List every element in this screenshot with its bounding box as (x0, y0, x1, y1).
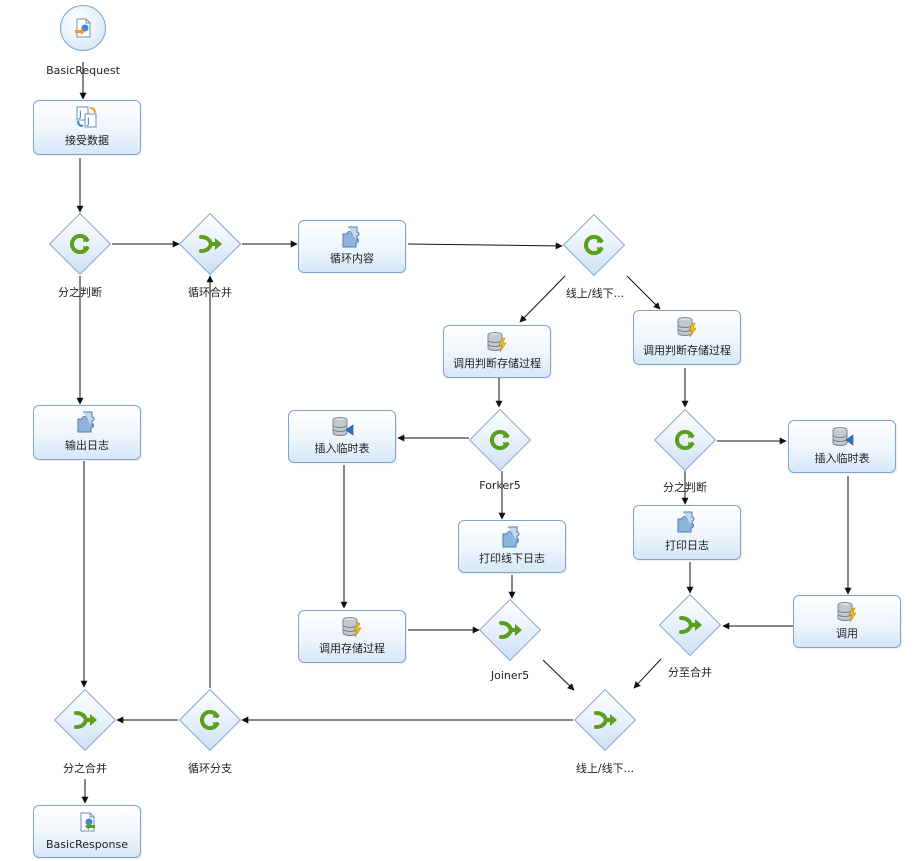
task-call-judge-sp-left-label: 调用判断存储过程 (453, 357, 541, 370)
fork-arrow-icon (674, 429, 695, 451)
gateway-online-offline-merge-label: 线上/线下... (575, 762, 635, 775)
edge-onlinesplit-to-rightsp (626, 275, 661, 310)
puzzle-icon (502, 526, 520, 548)
task-insert-temp-right[interactable]: 插入临时表 (788, 420, 896, 473)
request-doc-icon (75, 18, 91, 38)
fork-arrow-icon (583, 234, 604, 256)
task-call-judge-sp-right-label: 调用判断存储过程 (643, 344, 731, 357)
task-print-offline-log[interactable]: 打印线下日志 (458, 520, 566, 573)
task-call-label: 调用 (836, 627, 858, 640)
gateway-branch-merge[interactable] (53, 688, 117, 752)
database-lightning-icon (342, 617, 362, 638)
join-arrow-icon (199, 235, 222, 253)
start-event[interactable] (60, 5, 106, 51)
task-loop-content-label: 循环内容 (330, 252, 374, 265)
gateway-branch-merge-label: 分之合并 (63, 762, 107, 775)
edge-loopcontent-to-onlinesplit (407, 242, 563, 250)
task-print-offline-log-label: 打印线下日志 (479, 552, 545, 565)
task-print-log-label: 打印日志 (665, 539, 709, 552)
task-insert-temp-right-label: 插入临时表 (814, 452, 870, 465)
join-arrow-icon (74, 711, 97, 729)
gateway-split-judge-2-label: 分之判断 (663, 481, 707, 494)
edge-joiner5-to-onlinemerge (542, 659, 575, 691)
fork-arrow-icon (489, 429, 510, 451)
task-call-sp[interactable]: 调用存储过程 (298, 610, 406, 663)
gateway-forker5[interactable] (468, 408, 532, 472)
task-receive-data-label: 接受数据 (65, 134, 109, 147)
gateway-online-offline-split[interactable] (562, 213, 626, 277)
fork-arrow-icon (199, 709, 220, 731)
database-insert-icon (832, 427, 854, 447)
puzzle-icon (677, 511, 695, 533)
task-print-log[interactable]: 打印日志 (633, 505, 741, 560)
task-call-judge-sp-right[interactable]: 调用判断存储过程 (633, 310, 741, 365)
task-loop-content[interactable]: 循环内容 (298, 220, 406, 273)
task-call-sp-label: 调用存储过程 (319, 642, 385, 655)
fork-arrow-icon (69, 233, 90, 255)
database-lightning-icon (837, 602, 857, 623)
end-event-basic-response[interactable]: BasicResponse (33, 805, 141, 858)
task-output-log-label: 输出日志 (65, 439, 109, 452)
gateway-online-offline-merge[interactable] (573, 688, 637, 752)
gateway-split-judge-1-label: 分之判断 (58, 286, 102, 299)
puzzle-icon (77, 411, 95, 433)
gateway-forker5-label: Forker5 (479, 479, 521, 492)
java-transform-icon: J J (76, 106, 97, 128)
database-lightning-icon (677, 317, 697, 338)
task-receive-data[interactable]: J J 接受数据 (33, 100, 141, 155)
gateway-split-judge-1[interactable] (48, 212, 112, 276)
task-call[interactable]: 调用 (793, 595, 901, 648)
edge-mergeto-to-onlinemerge (633, 658, 662, 689)
svg-text:J: J (78, 110, 82, 120)
database-lightning-icon (487, 332, 507, 353)
gateway-online-offline-split-label: 线上/线下... (565, 287, 625, 300)
svg-text:J: J (86, 117, 90, 127)
join-arrow-icon (499, 621, 522, 639)
gateway-split-judge-2[interactable] (653, 408, 717, 472)
gateway-loop-branch-label: 循环分支 (188, 762, 232, 775)
puzzle-icon (342, 226, 360, 248)
join-arrow-icon (594, 711, 617, 729)
gateway-merge-to-label: 分至合并 (668, 666, 712, 679)
gateway-loop-merge-label: 循环合并 (188, 286, 232, 299)
task-call-judge-sp-left[interactable]: 调用判断存储过程 (443, 325, 551, 378)
task-insert-temp-left-label: 插入临时表 (314, 442, 370, 455)
start-event-label: BasicRequest (46, 64, 120, 77)
edge-onlinesplit-to-leftsp (519, 275, 566, 323)
gateway-joiner5-label: Joiner5 (490, 669, 530, 682)
join-arrow-icon (679, 616, 702, 634)
gateway-loop-branch[interactable] (178, 688, 242, 752)
task-insert-temp-left[interactable]: 插入临时表 (288, 410, 396, 463)
response-doc-icon (80, 812, 95, 832)
gateway-loop-merge[interactable] (178, 212, 242, 276)
task-output-log[interactable]: 输出日志 (33, 405, 141, 460)
end-event-label: BasicResponse (46, 838, 128, 851)
gateway-joiner5[interactable] (478, 598, 542, 662)
database-insert-icon (332, 417, 354, 437)
gateway-merge-to[interactable] (658, 593, 722, 657)
